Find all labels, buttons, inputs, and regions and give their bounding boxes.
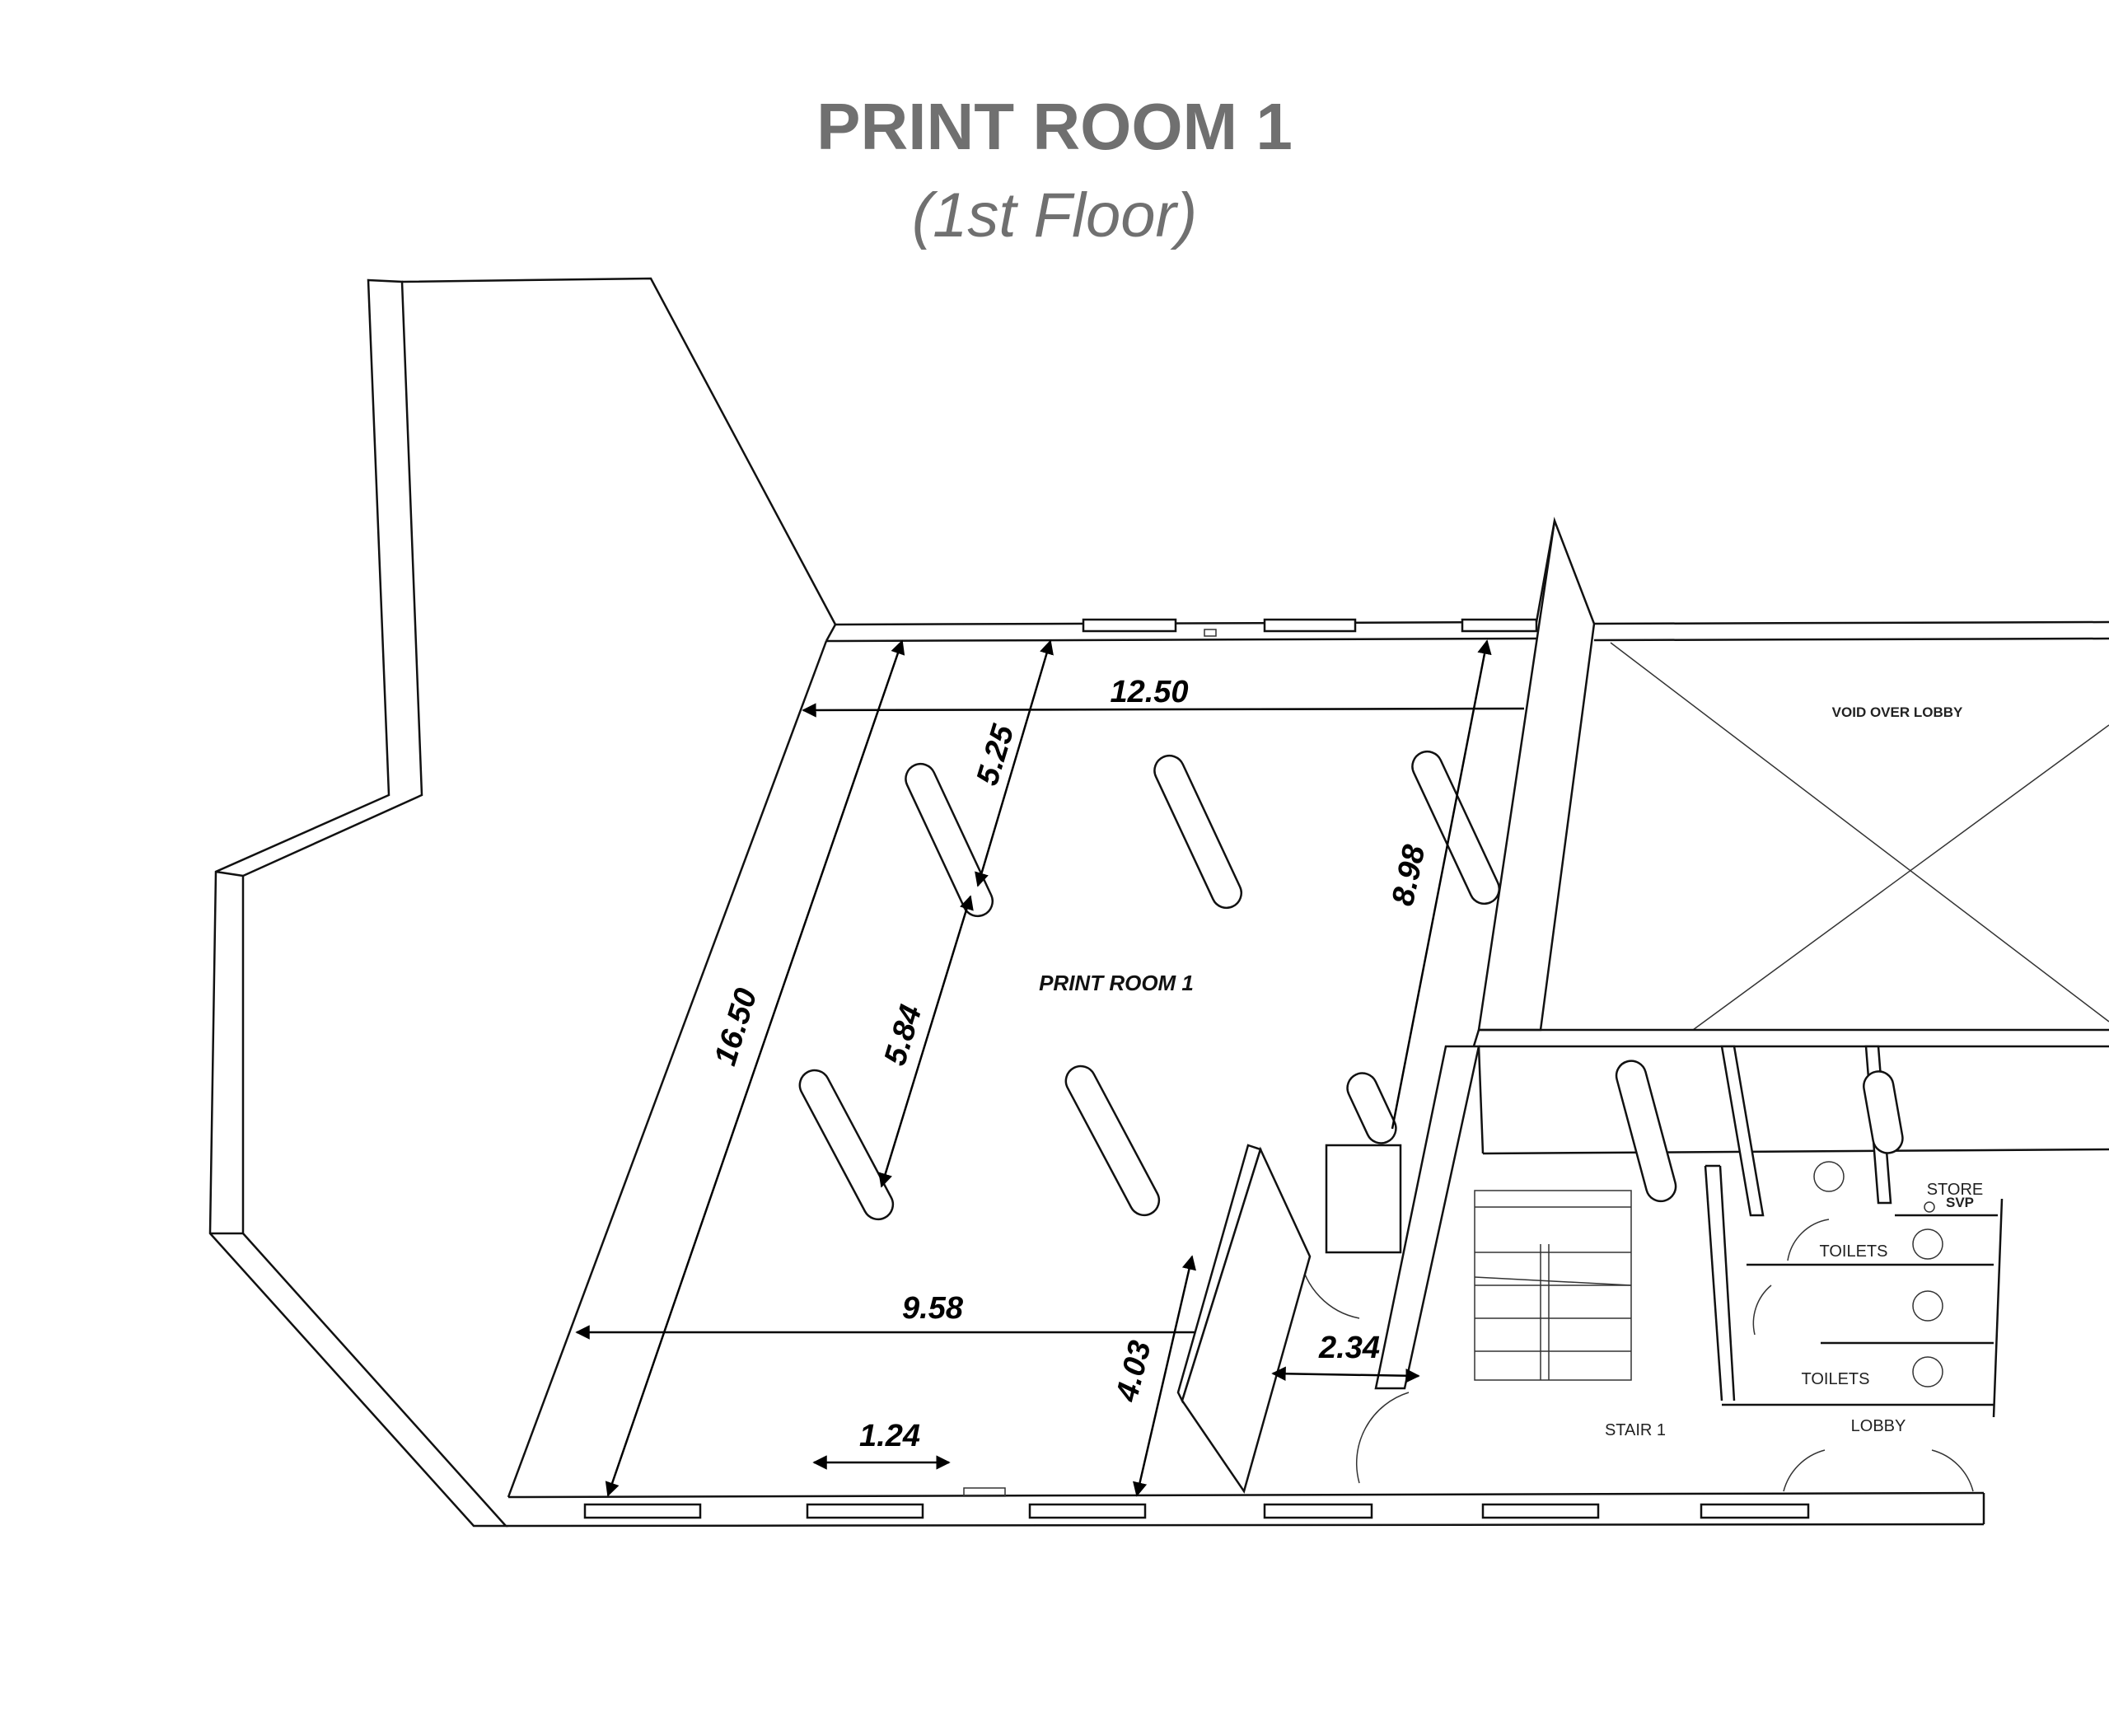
top-windows — [1082, 618, 1538, 637]
dim-window: 1.24 — [859, 1419, 920, 1453]
outer-wall-left — [208, 277, 837, 1528]
room-label-svp: SVP — [1946, 1195, 1974, 1210]
page-subtitle: (1st Floor) — [911, 180, 1198, 250]
room-label-print-room: PRINT ROOM 1 — [1039, 971, 1194, 995]
room-label-toilets-lower: TOILETS — [1802, 1370, 1870, 1388]
dimension-lines — [575, 639, 1525, 1497]
void-over-lobby — [1479, 642, 2109, 1048]
room-label-stair: STAIR 1 — [1605, 1421, 1666, 1439]
stair-core — [1299, 1045, 2109, 1492]
room-label-lobby: LOBBY — [1851, 1417, 1906, 1435]
dim-width-top: 12.50 — [1110, 675, 1188, 709]
room-label-store: STORE — [1927, 1181, 1984, 1199]
dim-length-left: 16.50 — [708, 985, 765, 1069]
page-title: PRINT ROOM 1 — [816, 90, 1293, 163]
dim-width-bottom: 9.58 — [902, 1291, 964, 1326]
room-label-toilets-upper: TOILETS — [1820, 1242, 1888, 1261]
dim-col-top: 5.25 — [970, 720, 1022, 789]
dim-corridor: 2.34 — [1318, 1331, 1380, 1365]
dim-bottom-right: 4.03 — [1110, 1337, 1158, 1406]
dim-right-side: 8.98 — [1386, 841, 1433, 909]
partition — [1176, 1144, 1402, 1494]
room-label-void: VOID OVER LOBBY — [1832, 704, 1963, 720]
bottom-windows — [583, 1487, 1810, 1519]
